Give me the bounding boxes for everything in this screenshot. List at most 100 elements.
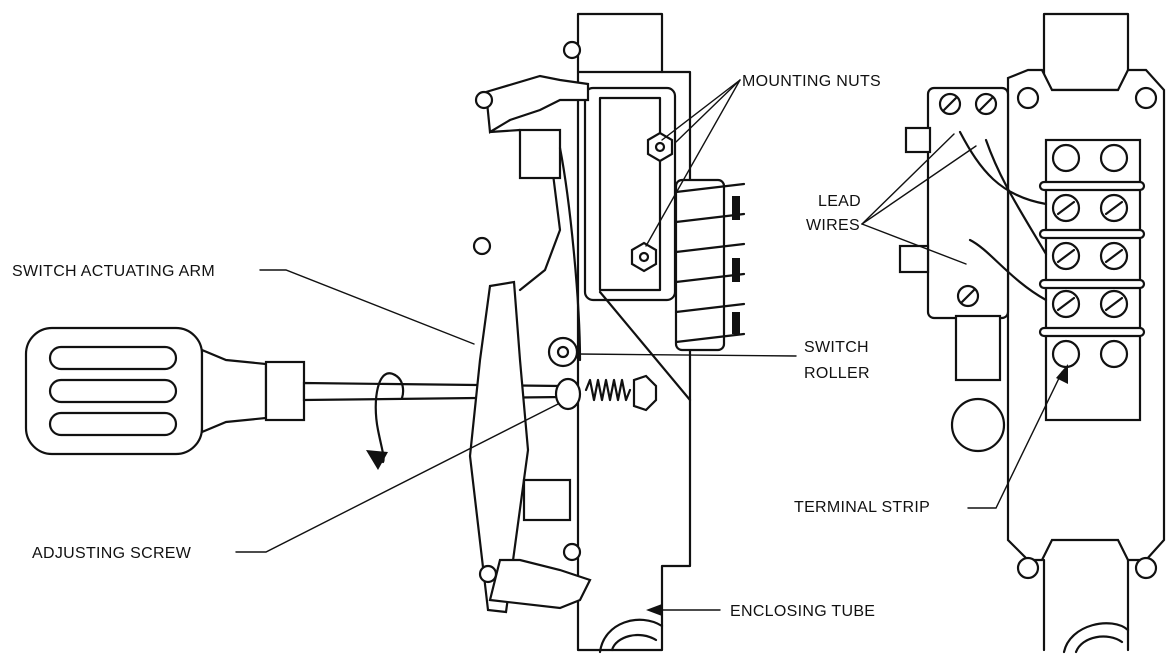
tube-bottom-cutaway-icon — [598, 618, 664, 654]
plate-corner-hole-br-icon — [1134, 556, 1158, 580]
terminal-block-side — [674, 178, 726, 352]
plate-screw-1-icon — [474, 90, 494, 110]
screw-slot-4 — [1104, 248, 1124, 264]
strip-bar-1 — [1038, 180, 1146, 192]
upper-tab — [518, 128, 562, 180]
label-adjusting-screw: ADJUSTING SCREW — [32, 545, 192, 562]
lead-wire-1 — [958, 130, 1048, 206]
screwdriver-collar — [264, 360, 306, 422]
front-switch-body — [926, 86, 1010, 320]
front-switch-screw-2-slot — [978, 96, 994, 112]
terminal-screws — [1051, 143, 1129, 369]
front-lower-bracket — [954, 314, 1002, 382]
terminal-screw-r1b-icon — [1099, 143, 1129, 173]
front-side-terminal-2 — [898, 244, 930, 274]
coil-dark-1 — [732, 196, 740, 220]
screw-slot-3 — [1056, 248, 1076, 264]
terminal-screw-r5b-icon — [1099, 339, 1129, 369]
terminal-coils — [674, 178, 746, 352]
callout-labels: MOUNTING NUTS LEAD WIRES SWITCH ACTUATIN… — [12, 73, 930, 620]
plate-screw-3-icon — [478, 564, 498, 584]
rotation-arrowhead-icon — [366, 450, 388, 470]
leader-mounting-nuts-c — [675, 79, 741, 143]
mounting-nut-lower-center — [638, 251, 650, 263]
screwdriver — [24, 326, 564, 456]
coil-loop-5 — [674, 302, 746, 314]
lead-wire-2 — [984, 138, 1048, 256]
mounting-nut-upper-icon — [646, 131, 674, 163]
leader-mounting-nuts-a — [661, 79, 741, 141]
switch-roller-icon — [547, 336, 579, 368]
leader-lead-wires-a — [861, 133, 955, 225]
screw-slot-5 — [1056, 296, 1076, 312]
screw-slot-6 — [1104, 296, 1124, 312]
handle-groove-3 — [48, 411, 178, 437]
leader-lead-wires-b — [861, 145, 977, 225]
screw-slot-1 — [1056, 200, 1076, 216]
adjusting-screw-head-icon — [554, 377, 582, 411]
coil-loop-3 — [674, 242, 746, 254]
strip-bar-4 — [1038, 326, 1146, 338]
leader-terminal-strip — [967, 371, 1063, 509]
coil-loop-1 — [674, 182, 746, 194]
housing-inner-panel — [598, 96, 662, 292]
adjusting-spring-icon — [584, 378, 632, 402]
link-rod — [558, 146, 582, 362]
front-switch-screw-1-slot — [942, 96, 958, 112]
mounting-nut-upper-center — [654, 141, 666, 153]
handle-groove-2 — [48, 378, 178, 404]
switch-actuating-arm-plate — [468, 280, 530, 614]
terminal-screw-r1a-icon — [1051, 143, 1081, 173]
lower-bracket — [488, 558, 592, 610]
terminal-screw-r5a-icon — [1051, 339, 1081, 369]
lower-tab — [522, 478, 572, 522]
switch-housing — [583, 86, 677, 302]
leader-switch-roller — [577, 353, 797, 357]
leader-lead-wires-c — [861, 223, 967, 265]
front-tube-cutaway-icon — [1062, 622, 1130, 654]
plate-corner-hole-tl-icon — [1016, 86, 1040, 110]
front-lower-nut-ring — [950, 397, 1006, 453]
leader-adjusting-screw — [235, 403, 559, 553]
enclosing-tube-arrowhead-icon — [646, 604, 662, 616]
label-terminal-strip: TERMINAL STRIP — [794, 499, 930, 516]
strip-bar-2 — [1038, 228, 1146, 240]
diagonal-link — [598, 290, 692, 402]
mounting-nut-lower-icon — [630, 241, 658, 273]
label-switch-roller-line1: SWITCH — [804, 339, 869, 356]
leader-lines — [235, 79, 1068, 616]
handle-groove-1 — [48, 345, 178, 371]
label-mounting-nuts: MOUNTING NUTS — [742, 73, 881, 90]
leader-mounting-nuts-b — [645, 79, 741, 247]
rotation-arc-top-icon — [393, 373, 405, 400]
switch-roller-hub — [556, 345, 570, 359]
coil-dark-2 — [732, 258, 740, 282]
upper-bracket — [484, 74, 590, 134]
enclosing-tube-outline — [576, 12, 692, 652]
screwdriver-ferrule — [200, 348, 268, 434]
leader-switch-actuating-arm — [259, 269, 475, 345]
front-switch-screw-3-slot — [960, 288, 976, 304]
plate-corner-hole-tr-icon — [1134, 86, 1158, 110]
coil-dark-3 — [732, 312, 740, 334]
rotation-arrow — [366, 372, 405, 470]
lead-wire-3 — [968, 238, 1048, 302]
spring-lock-nut-icon — [632, 374, 658, 412]
terminal-strip-arrowhead-icon — [1056, 364, 1068, 384]
label-enclosing-tube: ENCLOSING TUBE — [730, 603, 875, 620]
plate-screw-2-icon — [472, 236, 492, 256]
coil-loop-6 — [674, 332, 746, 344]
front-side-terminal-1 — [904, 126, 932, 154]
label-switch-actuating-arm: SWITCH ACTUATING ARM — [12, 263, 215, 280]
strip-bar-3 — [1038, 278, 1146, 290]
label-lead-wires-line2: WIRES — [806, 217, 860, 234]
plate-screws — [472, 40, 582, 584]
switch-front-view — [898, 12, 1166, 654]
label-switch-roller-line2: ROLLER — [804, 365, 870, 382]
screw-slot-2 — [1104, 200, 1124, 216]
plate-screw-5-icon — [562, 542, 582, 562]
plate-screw-4-icon — [562, 40, 582, 60]
upper-bracket-lower — [488, 128, 562, 292]
terminal-strip-bars — [1038, 180, 1146, 338]
